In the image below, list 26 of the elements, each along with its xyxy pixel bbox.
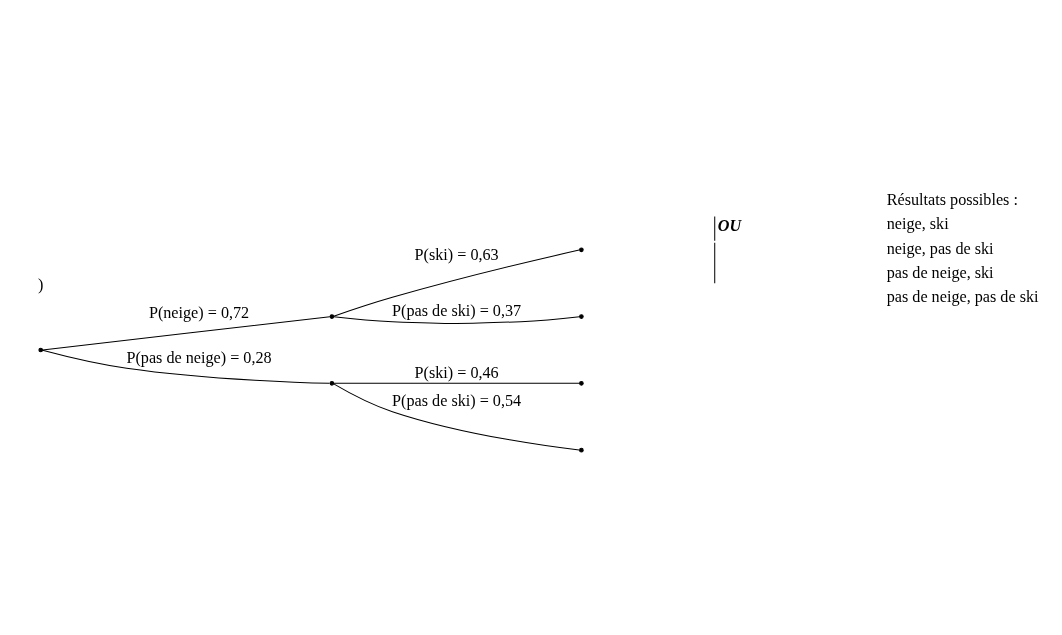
node-point <box>579 313 584 319</box>
connector <box>42 315 331 350</box>
label: neige, pas de ski <box>886 239 994 257</box>
node-point <box>579 247 584 252</box>
edge-label: P(pas de ski) = 0,37 <box>392 301 522 319</box>
label: OU <box>717 216 742 234</box>
node-point <box>579 447 584 452</box>
edge-label: P(pas de ski) = 0,54 <box>392 391 522 409</box>
node-point <box>38 347 44 352</box>
edge-label: P(neige) = 0,72 <box>148 303 250 321</box>
label: neige, ski <box>886 214 949 232</box>
label: pas de neige, ski <box>886 263 994 281</box>
node-point <box>329 313 335 319</box>
edge-label: P(ski) = 0,63 <box>414 245 499 263</box>
node-point <box>579 380 584 386</box>
label: pas de neige, pas de ski <box>886 287 1039 305</box>
connector <box>333 382 580 450</box>
node-point <box>329 380 335 386</box>
edge-label: P(ski) = 0,46 <box>414 363 499 381</box>
label: Résultats possibles : <box>886 190 1018 208</box>
connector <box>42 349 331 384</box>
label: ) <box>38 275 44 293</box>
connector <box>333 249 580 317</box>
edge-label: P(pas de neige) = 0,28 <box>126 348 272 366</box>
connector <box>333 382 580 384</box>
connector <box>333 315 581 324</box>
